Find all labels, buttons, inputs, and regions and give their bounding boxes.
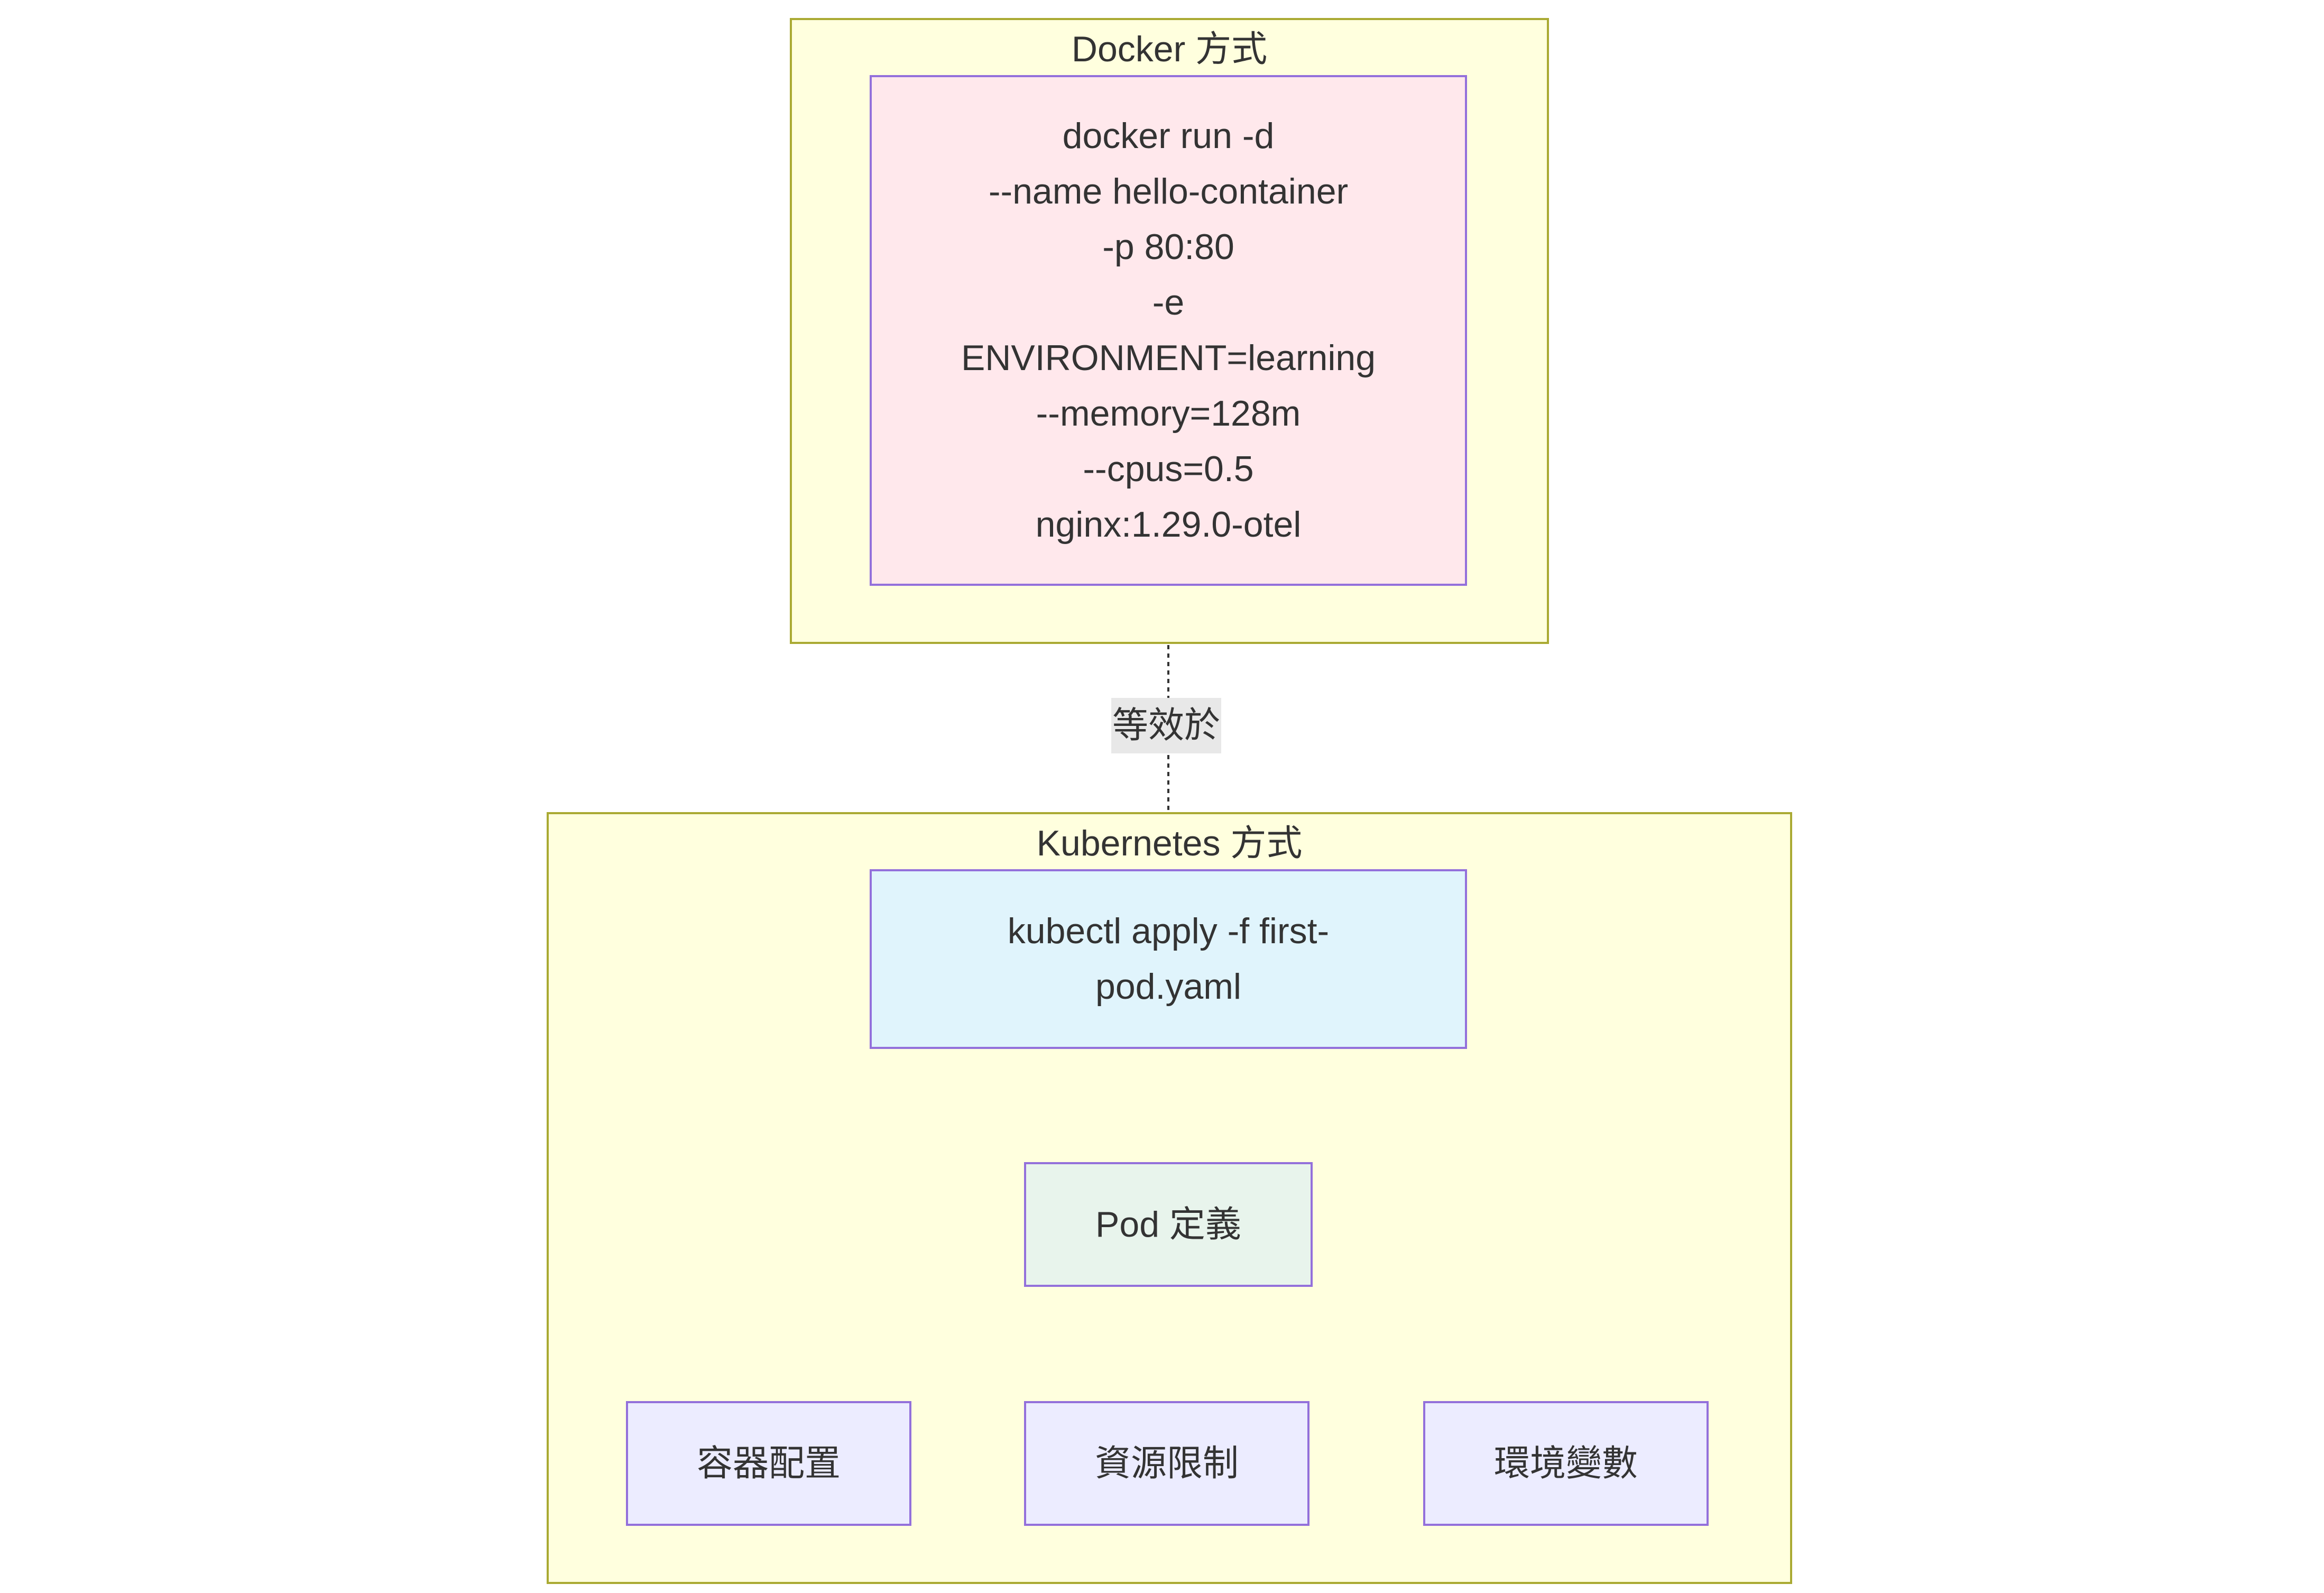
resource-limits-node[interactable]: 資源限制 — [1024, 1401, 1309, 1526]
resource-limits-label: 資源限制 — [1094, 1443, 1239, 1484]
environment-variables-label: 環境變數 — [1493, 1443, 1638, 1484]
kubectl-apply-command-node[interactable]: kubectl apply -f first- pod.yaml — [870, 869, 1467, 1049]
docker-cmd-line-4: -e — [1152, 282, 1185, 323]
docker-cmd-line-1: docker run -d — [1062, 116, 1275, 156]
kubernetes-cluster-title: Kubernetes 方式 — [1036, 823, 1303, 863]
docker-cmd-line-5: ENVIRONMENT=learning — [961, 338, 1376, 378]
kubectl-cmd-line-1: kubectl apply -f first- — [1007, 911, 1330, 951]
docker-cmd-line-6: --memory=128m — [1036, 393, 1301, 434]
docker-cmd-line-8: nginx:1.29.0-otel — [1035, 504, 1302, 545]
environment-variables-node[interactable]: 環境變數 — [1423, 1401, 1709, 1526]
container-config-node[interactable]: 容器配置 — [626, 1401, 911, 1526]
docker-cmd-line-3: -p 80:80 — [1102, 227, 1234, 267]
pod-definition-label: Pod 定義 — [1095, 1204, 1241, 1245]
kubectl-cmd-line-2: pod.yaml — [1095, 966, 1241, 1007]
pod-definition-node[interactable]: Pod 定義 — [1024, 1162, 1313, 1287]
equivalent-edge-label: 等效於 — [1111, 698, 1222, 753]
container-config-label: 容器配置 — [696, 1443, 841, 1484]
docker-cmd-line-2: --name hello-container — [988, 171, 1349, 211]
docker-run-command-node[interactable]: docker run -d --name hello-container -p … — [870, 75, 1467, 586]
docker-cluster-title: Docker 方式 — [1071, 29, 1268, 69]
docker-cmd-line-7: --cpus=0.5 — [1083, 449, 1254, 489]
